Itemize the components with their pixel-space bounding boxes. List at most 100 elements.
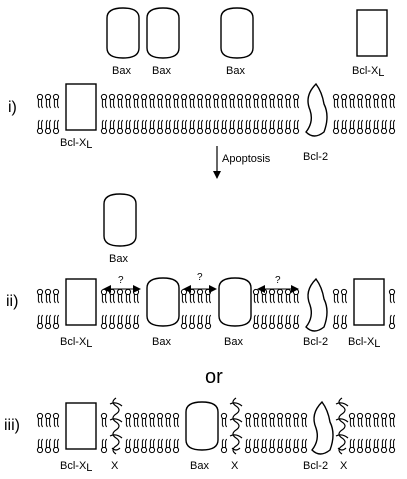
lipid-molecule — [380, 119, 388, 135]
lipid-molecule — [260, 288, 268, 304]
bcl-xl-label-row-ii-right: Bcl-XL — [348, 336, 380, 350]
lipid-molecule — [300, 438, 308, 454]
lipid-molecule — [268, 93, 276, 109]
lipid-molecule — [100, 119, 108, 135]
lipid-molecule — [356, 93, 364, 109]
bcl-2-membrane — [305, 82, 328, 137]
lipid-molecule — [252, 314, 260, 330]
lipid-molecule — [148, 119, 156, 135]
x-coil-3 — [335, 397, 349, 455]
lipid-molecule — [164, 438, 172, 454]
lipid-molecule — [140, 119, 148, 135]
bcl-2-membrane-row-ii — [305, 277, 328, 332]
lipid-molecule — [204, 119, 212, 135]
x-coil-1 — [109, 397, 123, 455]
lipid-molecule — [268, 412, 276, 428]
lipid-molecule — [124, 438, 132, 454]
bcl-xl-label-row-ii-left: Bcl-XL — [60, 336, 92, 350]
lipid-molecule — [116, 314, 124, 330]
lipid-molecule — [364, 93, 372, 109]
lipid-molecule — [380, 438, 388, 454]
bax-label-3: Bax — [226, 65, 245, 77]
bax-label-row-ii-2: Bax — [224, 336, 243, 348]
lipid-molecule — [188, 93, 196, 109]
lipid-molecule — [260, 412, 268, 428]
lipid-molecule — [388, 119, 396, 135]
lipid-molecule — [244, 93, 252, 109]
lipid-molecule — [116, 119, 124, 135]
lipid-molecule — [348, 438, 356, 454]
lipid-molecule — [348, 93, 356, 109]
lipid-molecule — [260, 438, 268, 454]
lipid-molecule — [44, 288, 52, 304]
or-label: or — [205, 366, 223, 388]
bax-soluble-row-ii — [103, 193, 137, 247]
lipid-molecule — [356, 438, 364, 454]
lipid-molecule — [156, 93, 164, 109]
lipid-molecule — [340, 119, 348, 135]
lipid-molecule — [332, 314, 340, 330]
lipid-molecule — [100, 412, 108, 428]
lipid-molecule — [52, 314, 60, 330]
lipid-molecule — [276, 438, 284, 454]
lipid-molecule — [132, 412, 140, 428]
bax-label-1: Bax — [112, 65, 131, 77]
bcl-xl-membrane-right — [353, 278, 385, 326]
lipid-molecule — [108, 288, 116, 304]
lipid-molecule — [244, 412, 252, 428]
lipid-molecule — [180, 93, 188, 109]
lipid-molecule — [332, 119, 340, 135]
lipid-molecule — [44, 119, 52, 135]
lipid-molecule — [156, 119, 164, 135]
lipid-molecule — [292, 412, 300, 428]
lipid-molecule — [340, 314, 348, 330]
lipid-molecule — [180, 119, 188, 135]
bax-label-2: Bax — [152, 65, 171, 77]
bax-soluble-1 — [106, 7, 140, 59]
lipid-molecule — [196, 314, 204, 330]
lipid-molecule — [124, 314, 132, 330]
lipid-molecule — [148, 412, 156, 428]
lipid-molecule — [108, 93, 116, 109]
lipid-molecule — [284, 314, 292, 330]
lipid-molecule — [132, 438, 140, 454]
lipid-molecule — [100, 314, 108, 330]
lipid-molecule — [380, 412, 388, 428]
lipid-molecule — [268, 438, 276, 454]
lipid-molecule — [52, 288, 60, 304]
lipid-molecule — [276, 93, 284, 109]
lipid-molecule — [348, 119, 356, 135]
lipid-molecule — [284, 93, 292, 109]
bcl-xl-membrane-left — [65, 278, 97, 326]
lipid-molecule — [180, 314, 188, 330]
lipid-molecule — [172, 412, 180, 428]
bcl-2-membrane-row-iii — [311, 400, 334, 455]
lipid-molecule — [36, 438, 44, 454]
x-label-2: X — [231, 460, 239, 472]
lipid-molecule — [196, 119, 204, 135]
lipid-molecule — [364, 412, 372, 428]
lipid-molecule — [364, 119, 372, 135]
lipid-molecule — [196, 93, 204, 109]
lipid-molecule — [188, 119, 196, 135]
lipid-molecule — [236, 119, 244, 135]
lipid-molecule — [196, 288, 204, 304]
row-ii — [65, 193, 385, 332]
bcl-2-label-row-ii: Bcl-2 — [303, 336, 328, 348]
lipid-molecule — [100, 93, 108, 109]
lipid-molecule — [340, 93, 348, 109]
lipid-molecule — [356, 119, 364, 135]
lipid-molecule — [332, 93, 340, 109]
lipid-molecule — [292, 314, 300, 330]
lipid-molecule — [100, 288, 108, 304]
lipid-molecule — [132, 93, 140, 109]
row-numeral-iii: iii) — [4, 417, 20, 434]
lipid-molecule — [212, 119, 220, 135]
lipid-molecule — [172, 119, 180, 135]
lipid-molecule — [140, 93, 148, 109]
apoptosis-label: Apoptosis — [222, 153, 271, 165]
lipid-molecule — [276, 412, 284, 428]
lipid-molecule — [212, 93, 220, 109]
lipid-molecule — [292, 93, 300, 109]
